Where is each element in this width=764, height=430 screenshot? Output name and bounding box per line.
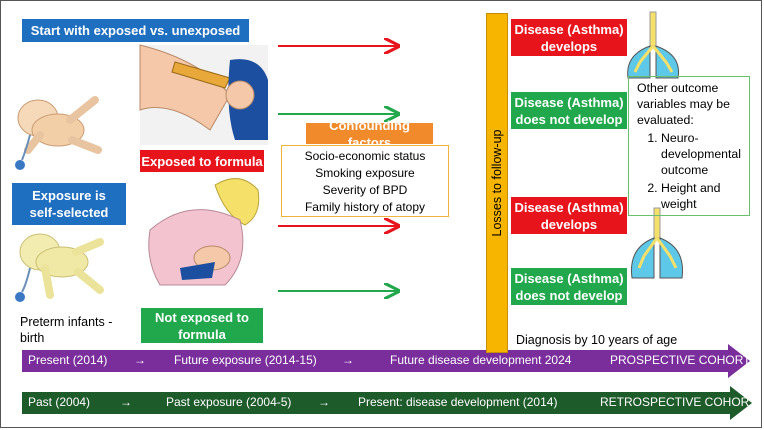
breastfeeding-illustration xyxy=(148,178,260,286)
retrospective-arrow-2: → xyxy=(318,395,330,409)
formula-feeding-illustration xyxy=(139,44,268,145)
confounder-item: Severity of BPD xyxy=(322,183,408,197)
retrospective-present-disease: Present: disease development (2014) xyxy=(358,395,558,409)
retrospective-timeline-arrow xyxy=(22,386,752,420)
confounder-item: Socio-economic status xyxy=(304,149,426,163)
lungs-bottom-icon xyxy=(630,207,684,279)
retrospective-past: Past (2004) xyxy=(28,395,91,409)
prospective-future-exposure: Future exposure (2014-15) xyxy=(174,353,317,367)
confounding-title: Confounding factors xyxy=(306,118,433,150)
outcome-develops-1: Disease (Asthma) develops xyxy=(511,19,627,56)
outcome-not-develop-2: Disease (Asthma) does not develop xyxy=(511,268,627,305)
prospective-cohort-label: PROSPECTIVE COHORT xyxy=(610,353,751,367)
diagnosis-label: Diagnosis by 10 years of age xyxy=(516,333,678,347)
prospective-arrow-2: → xyxy=(342,353,354,367)
retrospective-past-exposure: Past exposure (2004-5) xyxy=(166,395,292,409)
other-outcomes-list: Neuro-developmental outcome Height and w… xyxy=(637,130,745,212)
prospective-arrow-1: → xyxy=(134,353,146,367)
preterm-infant-top-icon xyxy=(15,96,102,170)
prospective-future-disease: Future disease development 2024 xyxy=(390,353,572,367)
confounder-item: Family history of atopy xyxy=(304,200,426,214)
losses-label: Losses to follow-up xyxy=(490,129,504,237)
other-outcome-item: Neuro-developmental outcome xyxy=(661,130,745,178)
other-outcome-item: Height and weight xyxy=(661,180,745,212)
preterm-infant-bottom-icon xyxy=(15,233,104,302)
retrospective-arrow-1: → xyxy=(120,395,132,409)
other-outcomes-box: Other outcome variables may be evaluated… xyxy=(628,76,750,216)
start-box: Start with exposed vs. unexposed xyxy=(22,19,249,42)
losses-to-follow-up-bar: Losses to follow-up xyxy=(486,13,508,353)
prospective-bar: Present (2014) → Future exposure (2014-1… xyxy=(22,350,750,372)
prospective-timeline-arrow xyxy=(22,344,750,378)
preterm-label: Preterm infants - birth xyxy=(20,315,113,345)
exposure-box: Exposure is self-selected xyxy=(12,183,126,225)
outcome-not-develop-1: Disease (Asthma) does not develop xyxy=(511,92,627,129)
other-outcomes-intro: Other outcome variables may be evaluated… xyxy=(637,81,730,127)
confounding-list: Socio-economic status Smoking exposure S… xyxy=(281,145,449,217)
lungs-top-icon xyxy=(627,11,680,79)
retrospective-bar: Past (2004) → Past exposure (2004-5) → P… xyxy=(22,392,756,414)
outcome-develops-2: Disease (Asthma) develops xyxy=(511,197,627,234)
exposed-box: Exposed to formula xyxy=(140,150,264,172)
confounder-item: Smoking exposure xyxy=(315,166,415,180)
prospective-present: Present (2014) xyxy=(28,353,108,367)
retrospective-cohort-label: RETROSPECTIVE COHORT xyxy=(600,395,757,409)
not-exposed-box: Not exposed to formula xyxy=(141,308,263,343)
